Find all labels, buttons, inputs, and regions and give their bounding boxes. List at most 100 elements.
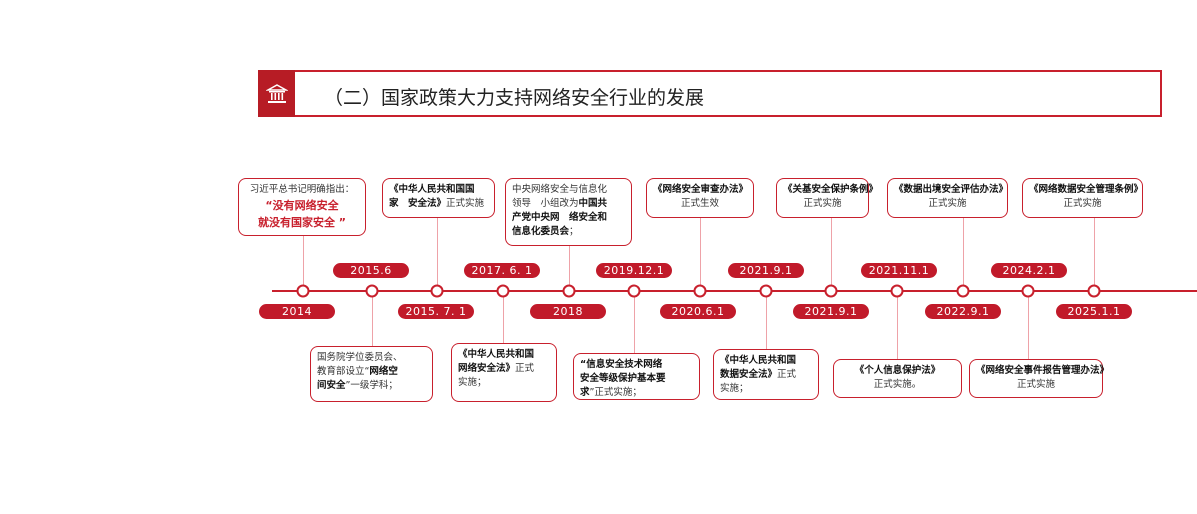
date-label: 2024.2.1 (991, 263, 1067, 278)
event-text: “信息安全技术网络 (580, 359, 663, 370)
event-text: 正式实施 (1063, 198, 1102, 209)
event-text-line: 正式实施。 (840, 378, 955, 392)
event-text: “没有网络安全 (265, 199, 339, 212)
timeline-node (365, 284, 379, 298)
event-box: 《中华人民共和国网络安全法》正式实施； (451, 343, 557, 402)
date-label: 2025.1.1 (1056, 304, 1132, 319)
event-text: 领导 小组改为 (512, 198, 579, 209)
event-text-line: 《网络数据安全管理条例》 (1029, 183, 1143, 197)
event-text: 正式生效 (680, 198, 719, 209)
event-text-line: 间安全”一级学科； (317, 379, 426, 393)
event-text-line: 家 安全法》正式实施 (389, 197, 488, 211)
event-text-line: 实施； (458, 376, 550, 390)
event-text: 实施； (458, 377, 487, 388)
event-text-line: 产党中央网 络安全和 (512, 211, 625, 225)
event-box: 《网络安全审查办法》正式生效 (646, 178, 754, 218)
event-text-line: 《关基安全保护条例》 (783, 183, 878, 197)
event-text: 《中华人民共和国 (720, 355, 797, 366)
event-text: ”一级学科； (345, 380, 398, 391)
event-text-line: 教育部设立“网络空 (317, 365, 426, 379)
event-text: 产党中央网 络安全和 (512, 212, 608, 223)
event-text-line: 求”正式实施； (580, 386, 693, 400)
event-text: 《中华人民共和国 (458, 349, 535, 360)
event-text: 正式实施 (1016, 379, 1055, 390)
event-text: 《数据出境安全评估办法》 (894, 184, 1009, 195)
event-text: 习近平总书记明确指出： (249, 184, 355, 195)
event-text-line: 国务院学位委员会、 (317, 351, 426, 365)
event-text: 《关基安全保护条例》 (783, 184, 879, 195)
connector-line (569, 246, 570, 291)
event-box: “信息安全技术网络安全等级保护基本要求”正式实施； (573, 353, 700, 400)
event-text: 正式 (515, 363, 535, 374)
event-box: 《个人信息保护法》正式实施。 (833, 359, 962, 398)
date-label: 2021.9.1 (793, 304, 869, 319)
event-text: 中央网络安全与信息化 (512, 184, 608, 195)
date-label: 2015.6 (333, 263, 409, 278)
page-title: （二）国家政策大力支持网络安全行业的发展 (324, 87, 705, 109)
event-text-line: 领导 小组改为中国共 (512, 197, 625, 211)
date-label: 2019.12.1 (596, 263, 672, 278)
event-text: ； (569, 226, 579, 237)
event-text-line: 《网络安全事件报告管理办法》 (976, 364, 1109, 378)
event-text-line: 正式实施 (783, 197, 862, 211)
event-box: 《网络安全事件报告管理办法》正式实施 (969, 359, 1109, 398)
timeline-node (890, 284, 904, 298)
date-label: 2021.11.1 (861, 263, 937, 278)
event-box: 中央网络安全与信息化领导 小组改为中国共产党中央网 络安全和信息化委员会； (505, 178, 632, 246)
event-text-line: 实施； (720, 382, 812, 396)
event-text: 求 (580, 387, 590, 398)
event-text: 间安全 (317, 380, 346, 391)
event-text: 《网络安全事件报告管理办法》 (976, 365, 1110, 376)
event-text-line: 中央网络安全与信息化 (512, 183, 625, 197)
timeline-node (956, 284, 970, 298)
date-label: 2015. 7. 1 (398, 304, 474, 319)
event-text: 《网络安全审查办法》 (653, 184, 749, 195)
date-label: 2017. 6. 1 (464, 263, 540, 278)
event-text: 《中华人民共和国国 (389, 184, 475, 195)
event-text: 网络安全法》 (458, 363, 516, 374)
event-text: 国务院学位委员会、 (317, 352, 403, 363)
timeline-node (1087, 284, 1101, 298)
event-text-line: “信息安全技术网络 (580, 358, 693, 372)
connector-line (700, 218, 701, 291)
date-label: 2018 (530, 304, 606, 319)
event-text-line: 正式实施 (1029, 197, 1136, 211)
connector-line (437, 218, 438, 291)
connector-line (897, 291, 898, 359)
timeline-node (296, 284, 310, 298)
event-text-line: 网络安全法》正式 (458, 362, 550, 376)
event-box: 《关基安全保护条例》正式实施 (776, 178, 878, 218)
event-text-line: 信息化委员会； (512, 225, 625, 239)
event-text-line: 正式实施 (894, 197, 1001, 211)
date-label: 2014 (259, 304, 335, 319)
event-text-line: 习近平总书记明确指出： (245, 183, 359, 197)
event-text: 就没有国家安全 ” (257, 216, 347, 229)
connector-line (503, 291, 504, 343)
event-text: 正式实施 (803, 198, 842, 209)
bank-building-icon (258, 70, 295, 117)
connector-line (372, 291, 373, 346)
section-header (258, 70, 1162, 117)
timeline-node (627, 284, 641, 298)
event-text: 数据安全法》 (720, 369, 778, 380)
event-text-line: 《个人信息保护法》 (840, 364, 955, 378)
event-text: 正式实施 (928, 198, 967, 209)
event-text: 家 安全法》 (389, 198, 447, 209)
event-text-line: 《数据出境安全评估办法》 (894, 183, 1008, 197)
date-label: 2022.9.1 (925, 304, 1001, 319)
timeline-node (693, 284, 707, 298)
event-box: 《中华人民共和国国家 安全法》正式实施 (382, 178, 495, 218)
event-text-line: 《中华人民共和国国 (389, 183, 488, 197)
event-box: 《数据出境安全评估办法》正式实施 (887, 178, 1008, 218)
event-text: ”正式实施； (589, 387, 642, 398)
connector-line (303, 236, 304, 291)
event-text: 《个人信息保护法》 (854, 365, 941, 376)
event-box: 国务院学位委员会、教育部设立“网络空间安全”一级学科； (310, 346, 433, 402)
connector-line (766, 291, 767, 349)
event-text-line: “没有网络安全 (245, 197, 359, 214)
event-text-line: 就没有国家安全 ” (245, 214, 359, 231)
connector-line (963, 218, 964, 291)
event-text-line: 《网络安全审查办法》 (653, 183, 749, 197)
connector-line (1094, 218, 1095, 291)
timeline-node (430, 284, 444, 298)
